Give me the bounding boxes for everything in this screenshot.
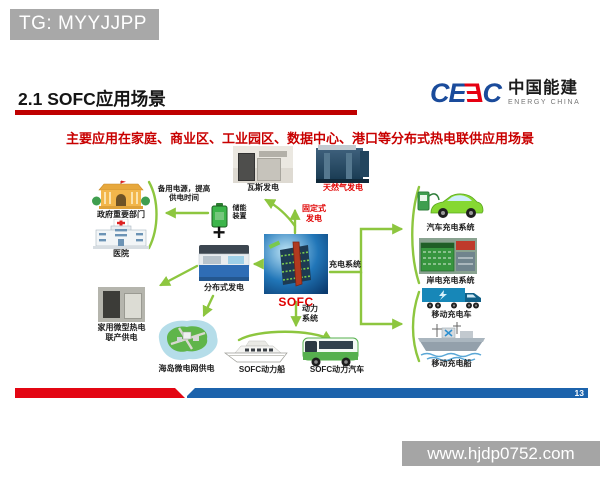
sofc-label: SOFC [278, 295, 314, 309]
island-microgrid-image [158, 319, 218, 361]
distributed-generator-image [198, 245, 250, 281]
title-underline [15, 110, 357, 115]
mobile-charging-ship-image [418, 322, 485, 362]
logo-letter: E [448, 78, 467, 108]
footer-bar-notch [175, 388, 195, 398]
gas-plant-cabinet [238, 153, 255, 181]
footer-bar-red [15, 388, 185, 398]
mobile-ship-label: 移动充电船 [431, 359, 472, 368]
ceec-logo-letters: CEEC [430, 78, 502, 108]
page-number: 13 [574, 388, 584, 398]
hospital-building-icon [93, 219, 149, 249]
sofc-cell-image [264, 234, 328, 294]
gas-plant-machine [257, 158, 281, 181]
chp-panel [124, 293, 142, 319]
battery-icon [211, 203, 228, 228]
mobile-charging-truck-image [422, 288, 481, 309]
ceec-logo-text: 中国能建 ENERGY CHINA [508, 79, 581, 107]
hospital-label: 医院 [113, 249, 129, 258]
gas-power-plant-image [233, 146, 293, 183]
logo-name-cn: 中国能建 [508, 79, 579, 98]
natural-gas-boiler-image [316, 145, 369, 183]
island-microgrid-label: 海岛微电网供电 [158, 364, 215, 373]
natural-gas-power-label: 天然气发电 [323, 183, 363, 192]
charging-system-label: 充电系统 [329, 260, 361, 269]
gas-power-label: 瓦斯发电 [247, 183, 279, 192]
shore-charging-image [419, 238, 477, 274]
logo-name-en: ENERGY CHINA [508, 99, 581, 107]
government-label: 政府重要部门 [97, 210, 145, 219]
storage-device-label: 储能 装置 [232, 205, 247, 221]
car-charging-image [417, 191, 484, 218]
subtitle-banner: 主要应用在家庭、商业区、工业园区、数据中心、港口等分布式热电联供应用场景 [65, 131, 534, 146]
website-watermark: www.hjdp0752.com [402, 441, 600, 466]
logo-letter: C [482, 78, 502, 108]
gas-plant-pipe [259, 151, 287, 157]
footer-bar-blue [187, 388, 588, 398]
slide-title: 2.1 SOFC应用场景 [18, 89, 166, 109]
fixed-generation-label: 固定式 发电 [302, 204, 326, 223]
shore-charging-label: 岸电充电系统 [426, 276, 475, 285]
mobile-truck-label: 移动充电车 [431, 310, 472, 319]
government-building-icon [92, 180, 150, 209]
power-system-label: 动力 系统 [302, 304, 318, 323]
distributed-generation-label: 分布式发电 [204, 283, 244, 292]
sofc-boat-label: SOFC动力船 [238, 365, 286, 374]
telegram-watermark: TG: MYYJJPP [10, 9, 159, 40]
home-chp-label: 家用微型热电 联产供电 [97, 323, 146, 342]
sofc-bus-label: SOFC动力汽车 [309, 365, 365, 374]
home-chp-image [98, 287, 145, 322]
sofc-bus-image [302, 337, 359, 367]
sofc-boat-image [223, 340, 288, 363]
logo-letter: C [430, 78, 449, 108]
car-charging-label: 汽车充电系统 [426, 223, 475, 232]
plus-sign: + [212, 220, 226, 245]
ceec-logo: CEEC 中国能建 ENERGY CHINA [430, 78, 581, 108]
backup-power-note: 备用电源，提高 供电时间 [157, 184, 211, 202]
chp-machine [103, 291, 120, 318]
